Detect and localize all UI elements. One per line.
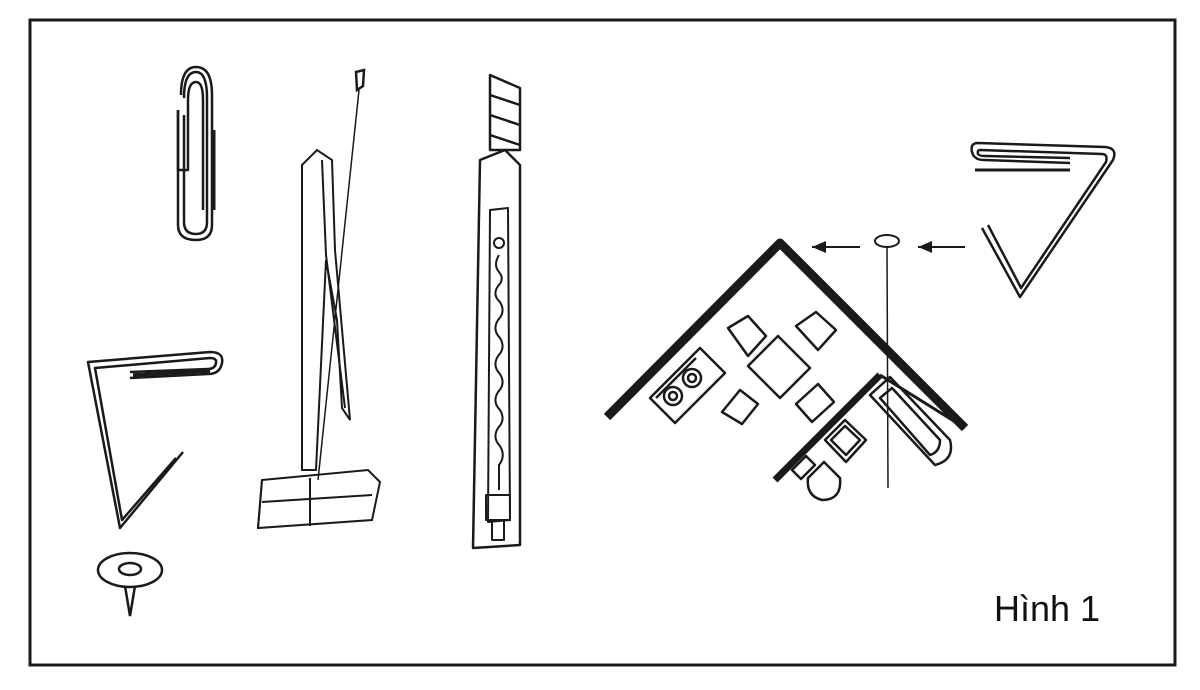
bent-paperclip-icon (86, 350, 224, 530)
utility-knife-icon (471, 73, 522, 550)
floor-plan-icon (603, 238, 969, 502)
figure-frame (28, 18, 1177, 667)
bent-paperclip-icon (970, 141, 1116, 299)
figure-caption: Hình 1 (994, 588, 1101, 629)
paperclip-icon (176, 65, 216, 242)
thumbtack-icon (96, 551, 164, 617)
plumb-bob-icon (256, 68, 382, 530)
arrow-icon (812, 241, 965, 253)
plumb-bob-icon (874, 234, 900, 489)
